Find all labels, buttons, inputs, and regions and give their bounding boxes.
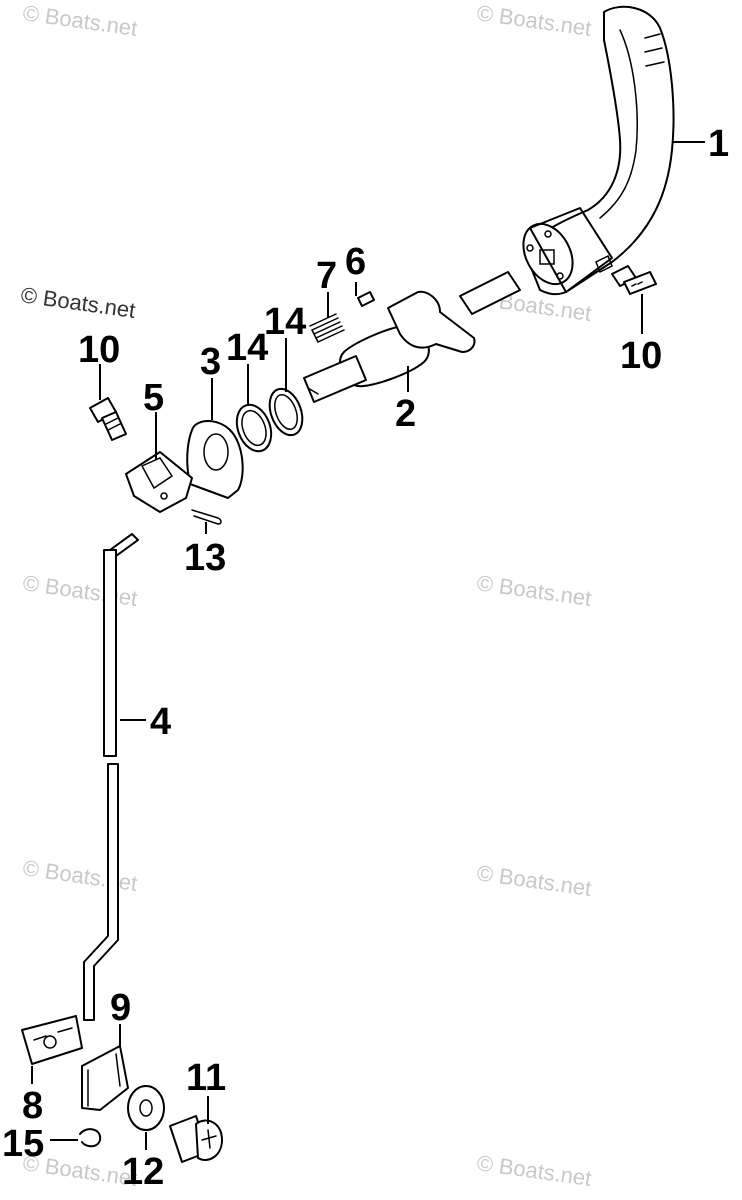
part-13-cotter-pin bbox=[191, 509, 222, 525]
watermark: © Boats.net bbox=[21, 0, 139, 41]
callout-6: 6 bbox=[345, 241, 366, 283]
callout-3: 3 bbox=[200, 341, 221, 383]
callout-8: 8 bbox=[22, 1085, 43, 1127]
leader-lines bbox=[31, 141, 705, 1150]
part-11-bolt bbox=[169, 1115, 223, 1163]
watermark: © Boats.net bbox=[21, 855, 139, 896]
part-8-plate bbox=[21, 1015, 83, 1065]
part-15-e-clip bbox=[79, 1128, 102, 1148]
part-4-shift-rod bbox=[83, 533, 139, 1021]
callout-numbers: 1 2 3 4 5 6 7 8 9 10 10 11 12 13 14 14 1… bbox=[2, 123, 729, 1193]
callout-7: 7 bbox=[316, 255, 337, 297]
watermark: © Boats.net bbox=[475, 860, 593, 901]
part-12-washer bbox=[127, 1085, 165, 1131]
callout-10-upper: 10 bbox=[78, 329, 120, 371]
callout-4: 4 bbox=[150, 701, 171, 743]
callout-11: 11 bbox=[186, 1057, 226, 1099]
watermark: © Boats.net bbox=[475, 570, 593, 611]
part-10-bolt-upper bbox=[89, 397, 127, 441]
callout-15: 15 bbox=[2, 1123, 44, 1165]
watermark-strong: © Boats.net bbox=[19, 282, 137, 323]
callout-5: 5 bbox=[143, 377, 164, 419]
callout-9: 9 bbox=[110, 987, 131, 1029]
callout-13: 13 bbox=[184, 537, 226, 579]
part-3-plate bbox=[186, 420, 244, 499]
callout-2: 2 bbox=[395, 393, 416, 435]
part-10-bolt-handle bbox=[611, 265, 657, 295]
callout-10-handle: 10 bbox=[620, 335, 662, 377]
callout-14-right: 14 bbox=[264, 301, 306, 343]
watermark: © Boats.net bbox=[21, 570, 139, 611]
callout-12: 12 bbox=[122, 1151, 164, 1193]
part-7-spring bbox=[309, 313, 345, 343]
part-1-tiller-handle bbox=[522, 5, 675, 296]
callout-14-left: 14 bbox=[226, 327, 268, 369]
part-2-shaft bbox=[303, 271, 521, 403]
watermark: © Boats.net bbox=[475, 0, 593, 41]
watermark: © Boats.net bbox=[475, 1150, 593, 1191]
part-9-clip bbox=[81, 1045, 129, 1111]
part-5-bracket bbox=[125, 451, 193, 513]
part-14-o-rings bbox=[235, 387, 304, 453]
callout-1: 1 bbox=[708, 123, 729, 165]
part-6-pin bbox=[357, 291, 375, 307]
